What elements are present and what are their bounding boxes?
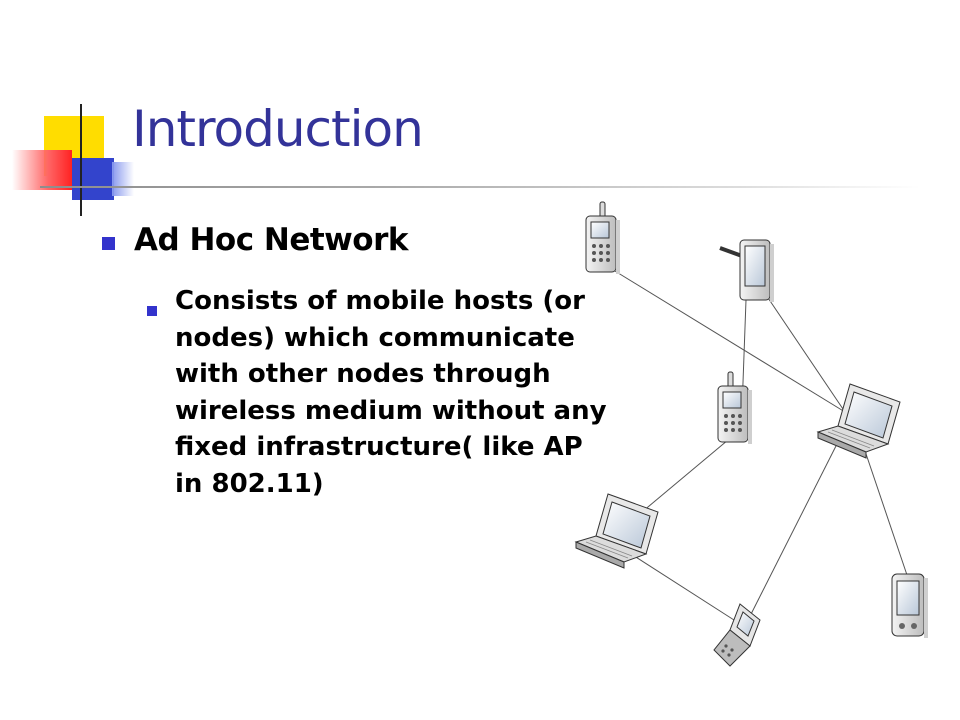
pda-icon bbox=[891, 573, 928, 638]
bullet-heading: Ad Hoc Network bbox=[134, 222, 409, 258]
link-laptop-right-pda-bottom bbox=[861, 441, 909, 579]
bullet-marker-level-2 bbox=[147, 306, 157, 316]
bullet-body-text: Consists of mobile hosts (or nodes) whic… bbox=[175, 286, 607, 499]
ornament-vertical-line bbox=[80, 104, 82, 216]
link-pda-top-laptop-right bbox=[759, 285, 846, 413]
bullet-marker-level-1 bbox=[102, 237, 115, 250]
link-laptop-left-flip-phone bbox=[627, 551, 735, 621]
cell-phone-icon bbox=[585, 201, 620, 274]
corner-ornament bbox=[0, 0, 140, 230]
cell-phone-icon bbox=[717, 371, 752, 444]
slide-title: Introduction bbox=[132, 100, 424, 158]
ornament-blue-square bbox=[72, 158, 114, 200]
link-phone-top-laptop-right bbox=[609, 267, 846, 413]
ad-hoc-network-diagram bbox=[574, 201, 928, 667]
link-laptop-right-flip-phone bbox=[743, 441, 839, 629]
flip-phone-icon bbox=[713, 603, 761, 667]
ornament-blue-glow bbox=[112, 162, 134, 196]
ornament-red-bar bbox=[12, 150, 72, 190]
laptop-icon bbox=[816, 383, 901, 459]
laptop-icon bbox=[574, 493, 659, 569]
title-underline bbox=[40, 186, 920, 188]
pda-with-stylus-icon bbox=[719, 239, 774, 302]
